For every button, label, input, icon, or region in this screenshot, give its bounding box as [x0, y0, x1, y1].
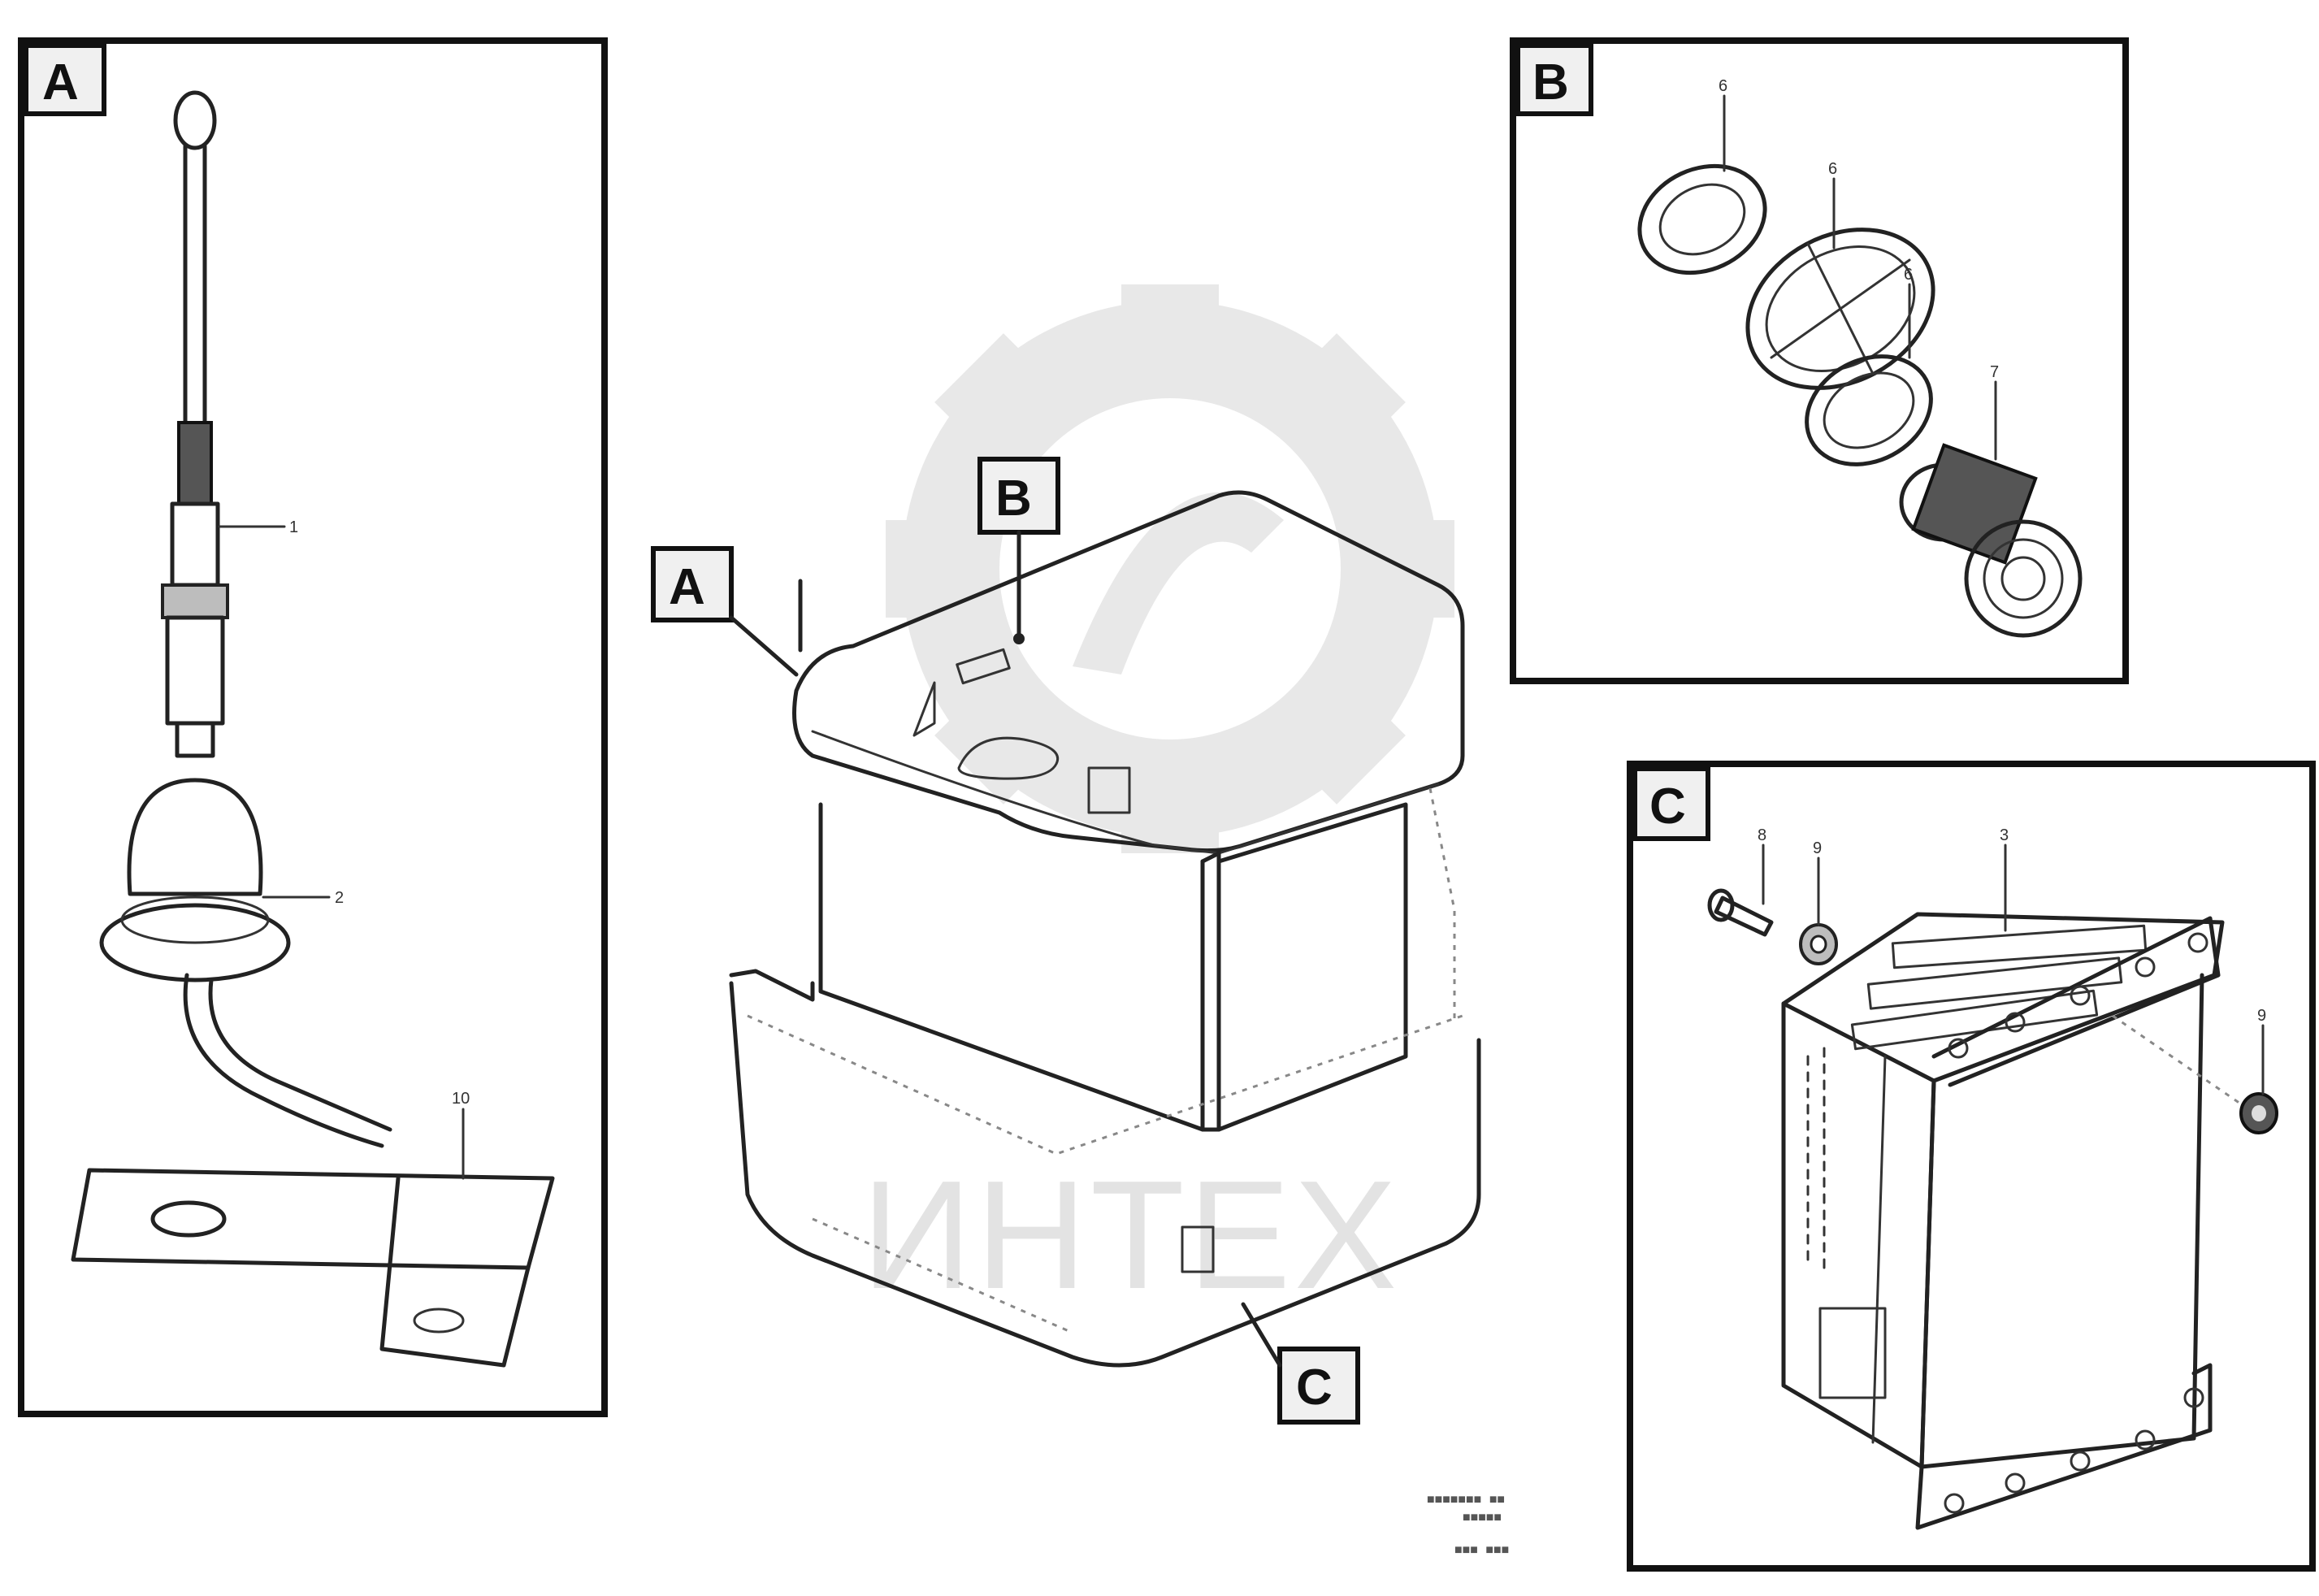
part-number-b-left: 6 — [1719, 77, 1727, 95]
washer-drawing — [1799, 923, 1838, 965]
overview-leader-c — [1241, 1302, 1282, 1368]
panel-c-tag — [1632, 766, 1710, 841]
panel-b: B 6 6 6 — [1510, 37, 2129, 684]
overview-callout-a: A — [669, 559, 705, 615]
drawing-code-stamp: ■■■■■■■ ■■ ■■■■■ ■■■ ■■■ — [1427, 1493, 1509, 1558]
antenna-whip-drawing — [161, 90, 229, 758]
watermark-gear-logo — [886, 284, 1454, 853]
panel-b-label: B — [1532, 54, 1569, 111]
control-unit-vent-slots — [1806, 1047, 1826, 1269]
part-number-c-unit: 3 — [2000, 826, 2009, 844]
watermark-text: ИНТЕХ — [861, 1149, 1400, 1321]
drawing-code-line1: ■■■■■■■ ■■ — [1427, 1493, 1505, 1507]
panel-c-label: C — [1649, 778, 1686, 835]
overview-callout-b-tag — [977, 457, 1060, 535]
overview-callout-c-tag — [1277, 1347, 1360, 1425]
cab-roof-overview: A B C — [651, 457, 1481, 1425]
part-number-b-mid: 6 — [1828, 160, 1837, 178]
drawing-code-line2: ■■■■■ — [1463, 1511, 1502, 1525]
socket-drawing — [1899, 443, 2083, 638]
panel-c: C — [1627, 761, 2316, 1572]
overview-callout-c: C — [1296, 1360, 1333, 1416]
nut-drawing — [2239, 1092, 2278, 1134]
panel-c-frame — [1627, 761, 2316, 1572]
overview-point-b — [1013, 633, 1025, 644]
part-number-a2: 2 — [335, 889, 344, 907]
part-number-c-bolt: 8 — [1758, 826, 1766, 844]
cover-plate-drawing — [1745, 228, 1935, 390]
panel-a-label: A — [42, 54, 79, 111]
panel-a-tag — [24, 43, 106, 116]
panel-a-frame — [18, 37, 608, 1417]
panel-b-tag — [1515, 43, 1593, 116]
part-number-a1: 1 — [289, 518, 298, 536]
part-number-c-washer: 9 — [1813, 839, 1822, 857]
drawing-code-line3: ■■■ ■■■ — [1454, 1543, 1509, 1558]
part-number-c-nut: 9 — [2257, 1007, 2266, 1025]
part-number-b-inner: 6 — [1904, 266, 1913, 284]
panel-b-frame — [1510, 37, 2129, 684]
control-unit-drawing — [1781, 912, 2225, 1530]
overview-callout-b: B — [995, 471, 1032, 527]
bolt-drawing — [1707, 888, 1774, 937]
part-number-b-right: 7 — [1990, 363, 1999, 381]
antenna-base-drawing — [99, 778, 392, 1148]
overview-leader-a — [729, 615, 799, 677]
overview-callout-a-tag — [651, 546, 734, 622]
panel-a: A 1 2 — [18, 37, 608, 1417]
antenna-bracket-drawing — [71, 1168, 555, 1368]
inner-ring-drawing — [1805, 354, 1933, 466]
gasket-ring-drawing — [1637, 163, 1767, 275]
control-unit-top-connectors — [1850, 924, 2148, 1051]
part-number-a10: 10 — [452, 1090, 470, 1108]
